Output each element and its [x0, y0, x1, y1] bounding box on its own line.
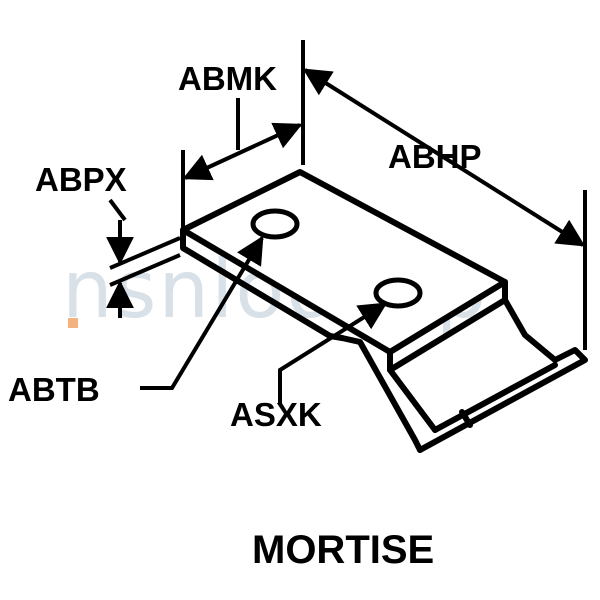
- label-abhp: ABHP: [388, 138, 482, 175]
- hole-upper: [250, 208, 300, 240]
- hole-lower: [373, 277, 423, 309]
- dimension-lines: [106, 40, 587, 405]
- watermark-dot: [68, 318, 78, 328]
- label-abpx: ABPX: [35, 161, 127, 198]
- label-abmk: ABMK: [178, 60, 277, 97]
- diagram-title: MORTISE: [252, 528, 435, 572]
- label-abtb: ABTB: [8, 371, 100, 408]
- label-asxk: ASXK: [230, 396, 322, 433]
